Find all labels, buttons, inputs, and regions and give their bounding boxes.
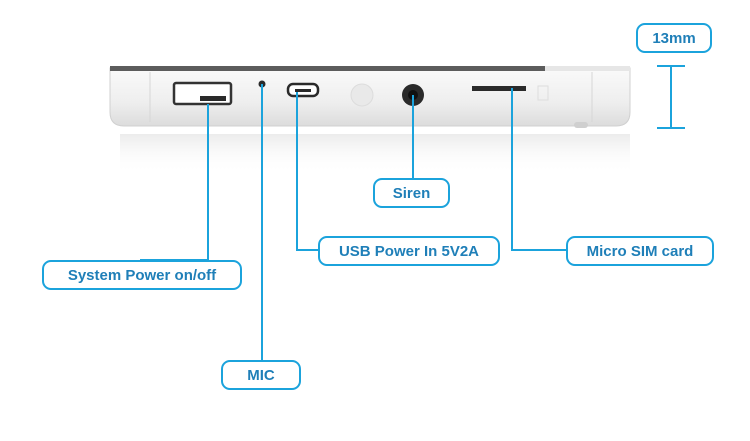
led-indicator <box>350 83 374 107</box>
sim-slot <box>472 86 526 91</box>
sim-callout: Micro SIM card <box>566 236 714 266</box>
side-notch <box>537 85 549 101</box>
mic-callout: MIC <box>221 360 301 390</box>
usb-port <box>286 82 320 98</box>
dimension-marker <box>657 65 685 129</box>
leader-power <box>140 104 209 261</box>
power-switch <box>172 81 233 106</box>
leader-sim <box>511 88 568 251</box>
thickness-label: 13mm <box>636 23 712 53</box>
leader-usb <box>296 92 318 251</box>
device-reflection <box>120 134 630 174</box>
power-callout: System Power on/off <box>42 260 242 290</box>
siren-callout: Siren <box>373 178 450 208</box>
usb-callout: USB Power In 5V2A <box>318 236 500 266</box>
